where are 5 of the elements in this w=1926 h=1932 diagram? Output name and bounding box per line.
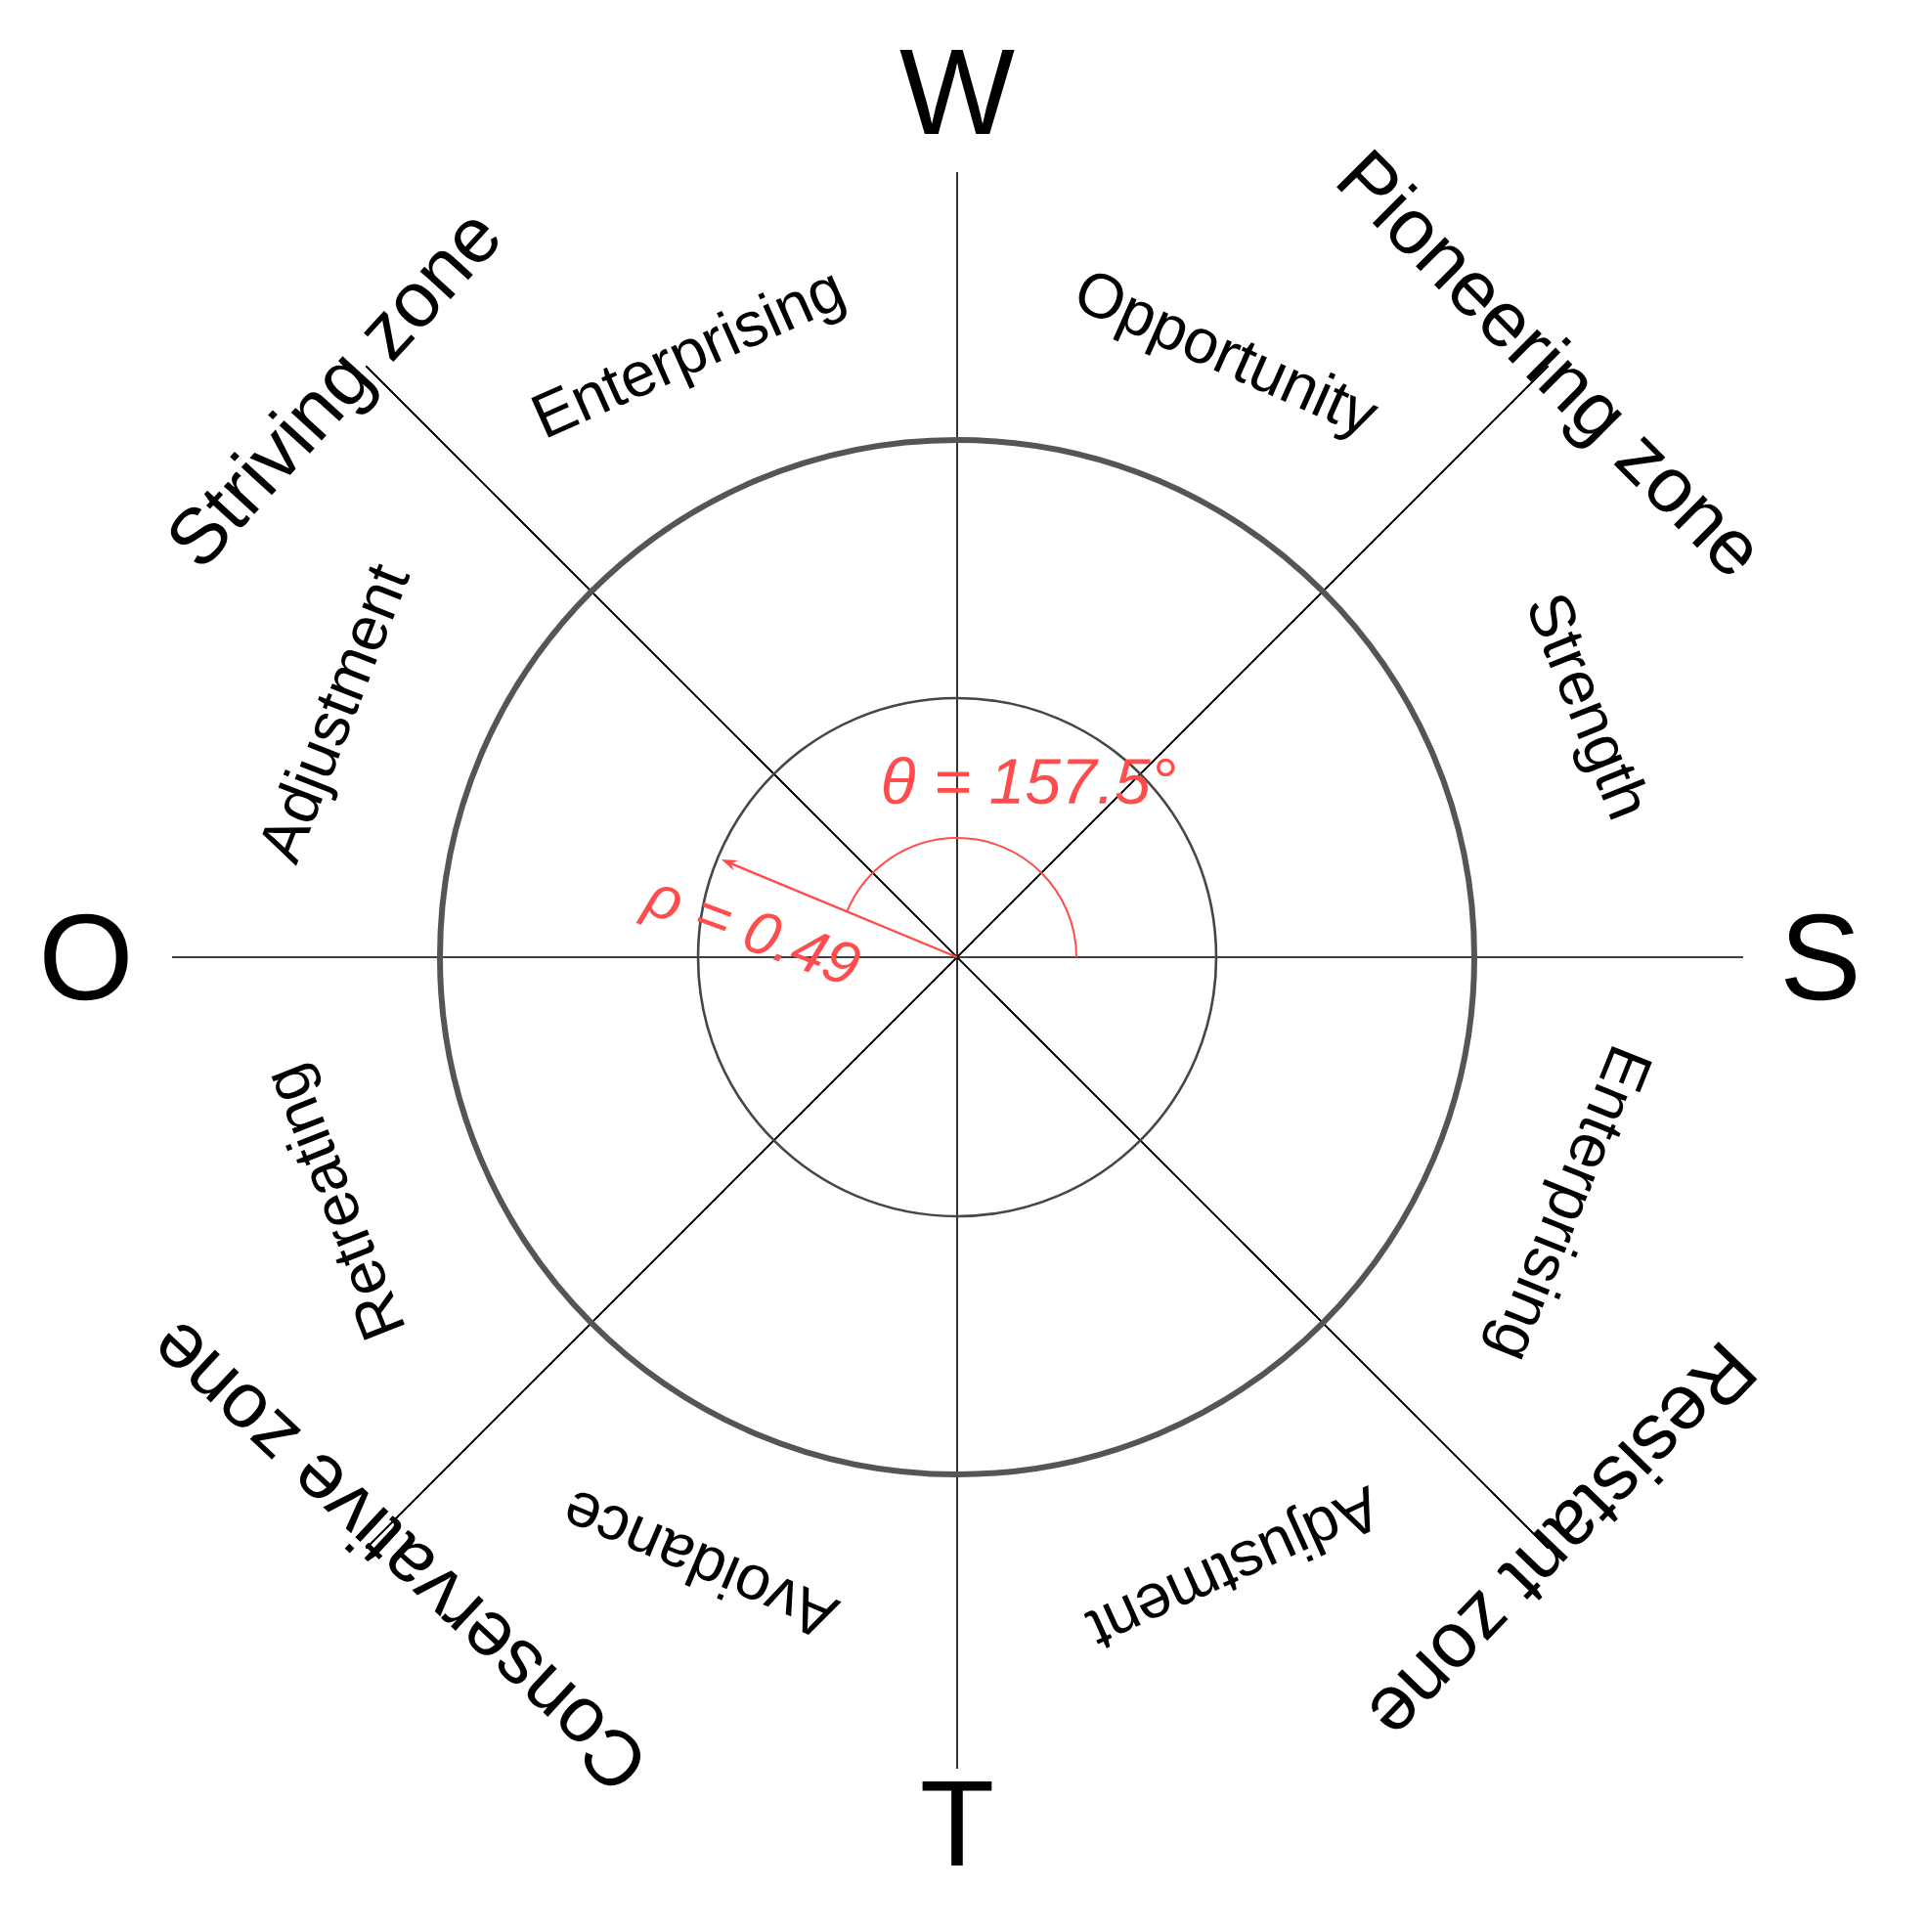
radius-label: ρ = 0.49 [635, 886, 860, 983]
compass-letter: T [922, 1781, 992, 1866]
compass-letter: S [1785, 913, 1856, 1001]
compass-letter: W [899, 50, 1015, 134]
compass-letter: O [44, 913, 128, 1001]
